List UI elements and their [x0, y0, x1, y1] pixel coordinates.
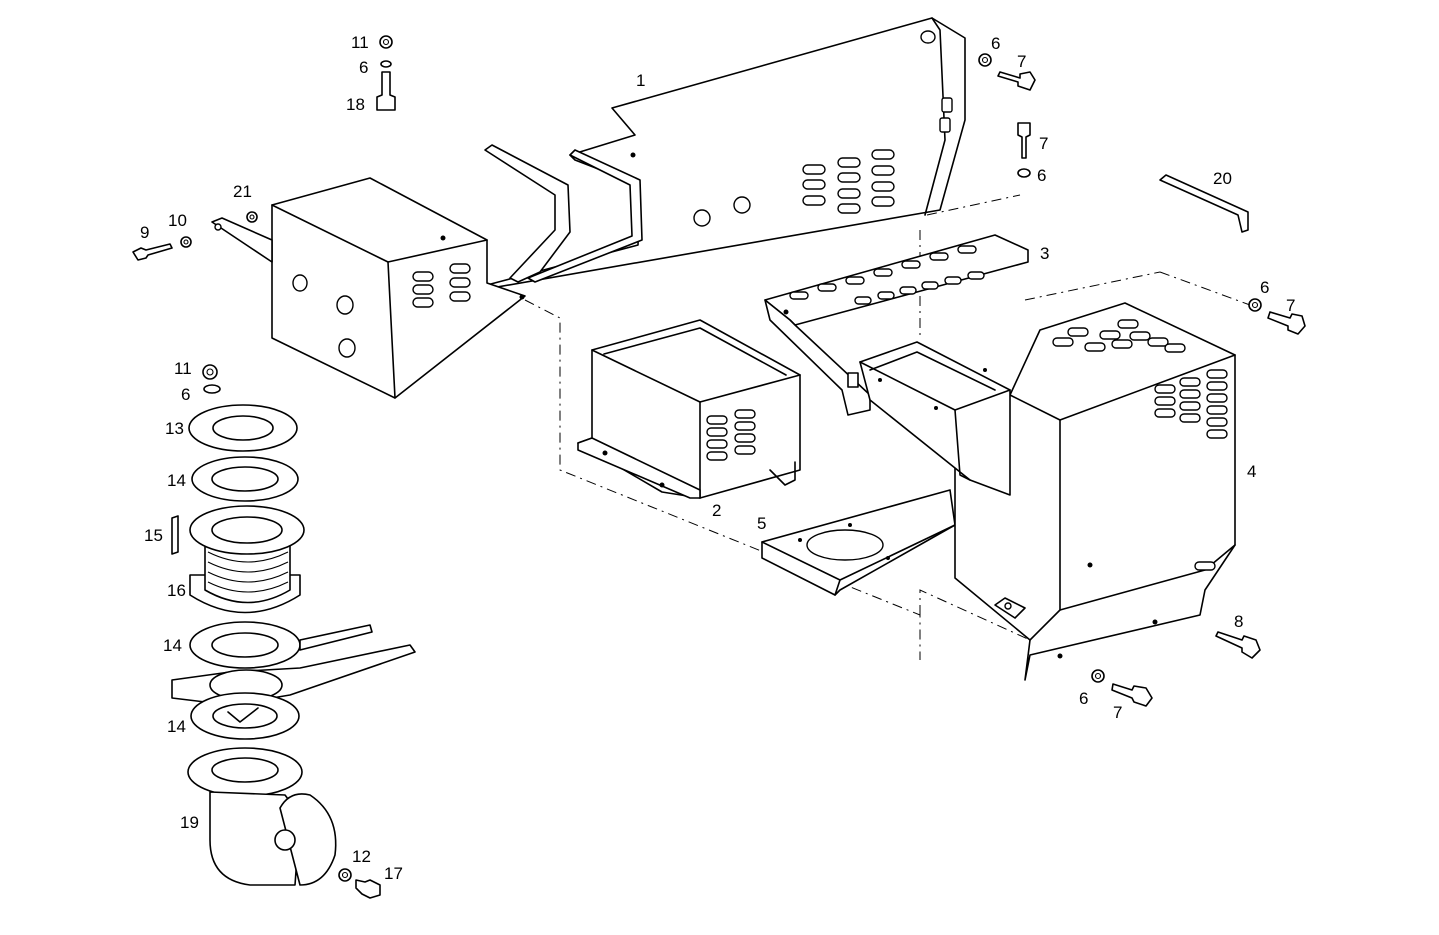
- callout-11b: 11: [174, 359, 192, 378]
- callout-6d: 6: [1260, 278, 1269, 297]
- callout-15: 15: [144, 526, 163, 545]
- callout-14b: 14: [163, 636, 182, 655]
- part-20-strap: [1159, 174, 1249, 233]
- callout-21: 21: [233, 182, 252, 201]
- callout-17: 17: [384, 864, 403, 883]
- callout-1: 1: [636, 71, 645, 90]
- callout-7d: 7: [1113, 703, 1122, 722]
- callout-14a: 14: [167, 471, 186, 490]
- callout-19: 19: [180, 813, 199, 832]
- part-3-bracket: [764, 234, 1029, 416]
- part-2-tray-box: [577, 319, 801, 499]
- callout-14c: 14: [167, 717, 186, 736]
- callout-12: 12: [352, 847, 371, 866]
- callout-labels: 1 2 3 4 5 6 6 6 6 6 6 7 7 7 7 8 9 10 11 …: [140, 33, 1295, 883]
- left-fasteners: [132, 211, 258, 261]
- callout-11a: 11: [351, 33, 369, 52]
- callout-9: 9: [140, 223, 149, 242]
- callout-7b: 7: [1039, 134, 1048, 153]
- callout-7a: 7: [1017, 52, 1026, 71]
- callout-20: 20: [1213, 169, 1232, 188]
- callout-4: 4: [1247, 462, 1256, 481]
- funnel-duct: [847, 341, 1011, 496]
- part-5-base-plate: [761, 489, 956, 596]
- callout-6b: 6: [359, 58, 368, 77]
- callout-5: 5: [757, 514, 766, 533]
- callout-18: 18: [346, 95, 365, 114]
- part-4-right-housing: [954, 302, 1236, 681]
- callout-6c: 6: [1037, 166, 1046, 185]
- assembly-centerlines: [524, 194, 1251, 660]
- callout-13: 13: [165, 419, 184, 438]
- callout-16: 16: [167, 581, 186, 600]
- callout-8: 8: [1234, 612, 1243, 631]
- part-1-vent-slots: [802, 149, 895, 214]
- part-3-slots: [789, 245, 985, 305]
- part-21-left-box: [211, 177, 526, 399]
- bottom-right-fasteners: [1091, 631, 1261, 707]
- flange-stack: [171, 364, 416, 899]
- part-4-vent-slots: [1052, 319, 1228, 571]
- callout-6e: 6: [181, 385, 190, 404]
- callout-3: 3: [1040, 244, 1049, 263]
- part-1-main-cover: [479, 17, 966, 291]
- callout-6f: 6: [1079, 689, 1088, 708]
- callout-6a: 6: [991, 34, 1000, 53]
- callout-10: 10: [168, 211, 187, 230]
- callout-7c: 7: [1286, 296, 1295, 315]
- top-fasteners: [376, 35, 1306, 335]
- callout-2: 2: [712, 501, 721, 520]
